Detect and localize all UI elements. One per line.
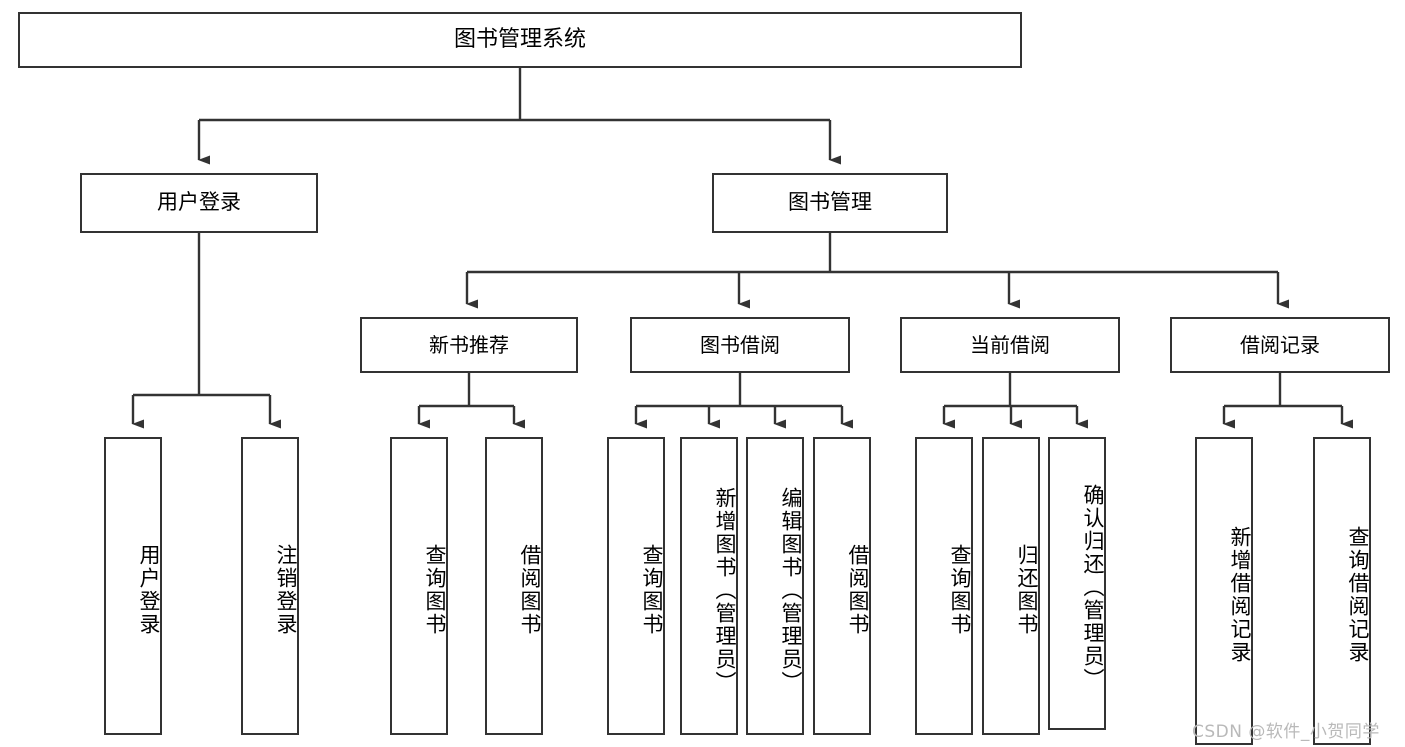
node-leaf-add-book-admin[interactable]: 新增图书（管理员） xyxy=(680,437,738,735)
node-leaf-confirm-return-admin[interactable]: 确认归还（管理员） xyxy=(1048,437,1106,730)
node-label: 新增图书（管理员） xyxy=(713,486,737,694)
node-label: 归还图书 xyxy=(1015,544,1039,636)
node-label: 新书推荐 xyxy=(429,332,509,357)
node-leaf-edit-book-admin[interactable]: 编辑图书（管理员） xyxy=(746,437,804,735)
node-leaf-user-login[interactable]: 用户登录 xyxy=(104,437,162,735)
node-label: 借阅图书 xyxy=(846,544,870,636)
csdn-watermark: CSDN @软件_小贺同学 xyxy=(1192,722,1380,742)
node-leaf-query-book-1[interactable]: 查询图书 xyxy=(390,437,448,735)
node-label: 注销登录 xyxy=(274,544,298,636)
node-user-login[interactable]: 用户登录 xyxy=(80,173,318,233)
node-leaf-query-borrow-record[interactable]: 查询借阅记录 xyxy=(1313,437,1371,745)
node-leaf-user-logout[interactable]: 注销登录 xyxy=(241,437,299,735)
node-label: 图书借阅 xyxy=(700,332,780,357)
node-leaf-return-book[interactable]: 归还图书 xyxy=(982,437,1040,735)
node-root[interactable]: 图书管理系统 xyxy=(18,12,1022,68)
node-label: 查询图书 xyxy=(640,544,664,636)
node-leaf-query-book-2[interactable]: 查询图书 xyxy=(607,437,665,735)
node-label: 用户登录 xyxy=(137,544,161,636)
node-current-borrow[interactable]: 当前借阅 xyxy=(900,317,1120,373)
node-new-book-recommend[interactable]: 新书推荐 xyxy=(360,317,578,373)
node-label: 新增借阅记录 xyxy=(1228,526,1252,664)
node-borrow-record[interactable]: 借阅记录 xyxy=(1170,317,1390,373)
node-label: 当前借阅 xyxy=(970,332,1050,357)
node-leaf-add-borrow-record[interactable]: 新增借阅记录 xyxy=(1195,437,1253,745)
node-label: 查询图书 xyxy=(948,544,972,636)
node-label: 确认归还（管理员） xyxy=(1081,484,1105,691)
node-label: 借阅图书 xyxy=(518,544,542,636)
node-leaf-borrow-book-2[interactable]: 借阅图书 xyxy=(813,437,871,735)
node-label: 图书管理系统 xyxy=(453,26,586,52)
node-leaf-borrow-book-1[interactable]: 借阅图书 xyxy=(485,437,543,735)
node-label: 编辑图书（管理员） xyxy=(779,486,803,694)
node-label: 查询图书 xyxy=(423,544,447,636)
node-label: 用户登录 xyxy=(157,190,241,215)
node-leaf-query-book-3[interactable]: 查询图书 xyxy=(915,437,973,735)
node-book-manage[interactable]: 图书管理 xyxy=(712,173,948,233)
node-book-borrow[interactable]: 图书借阅 xyxy=(630,317,850,373)
node-label: 查询借阅记录 xyxy=(1346,526,1370,664)
node-label: 图书管理 xyxy=(788,190,872,215)
node-label: 借阅记录 xyxy=(1240,332,1320,357)
